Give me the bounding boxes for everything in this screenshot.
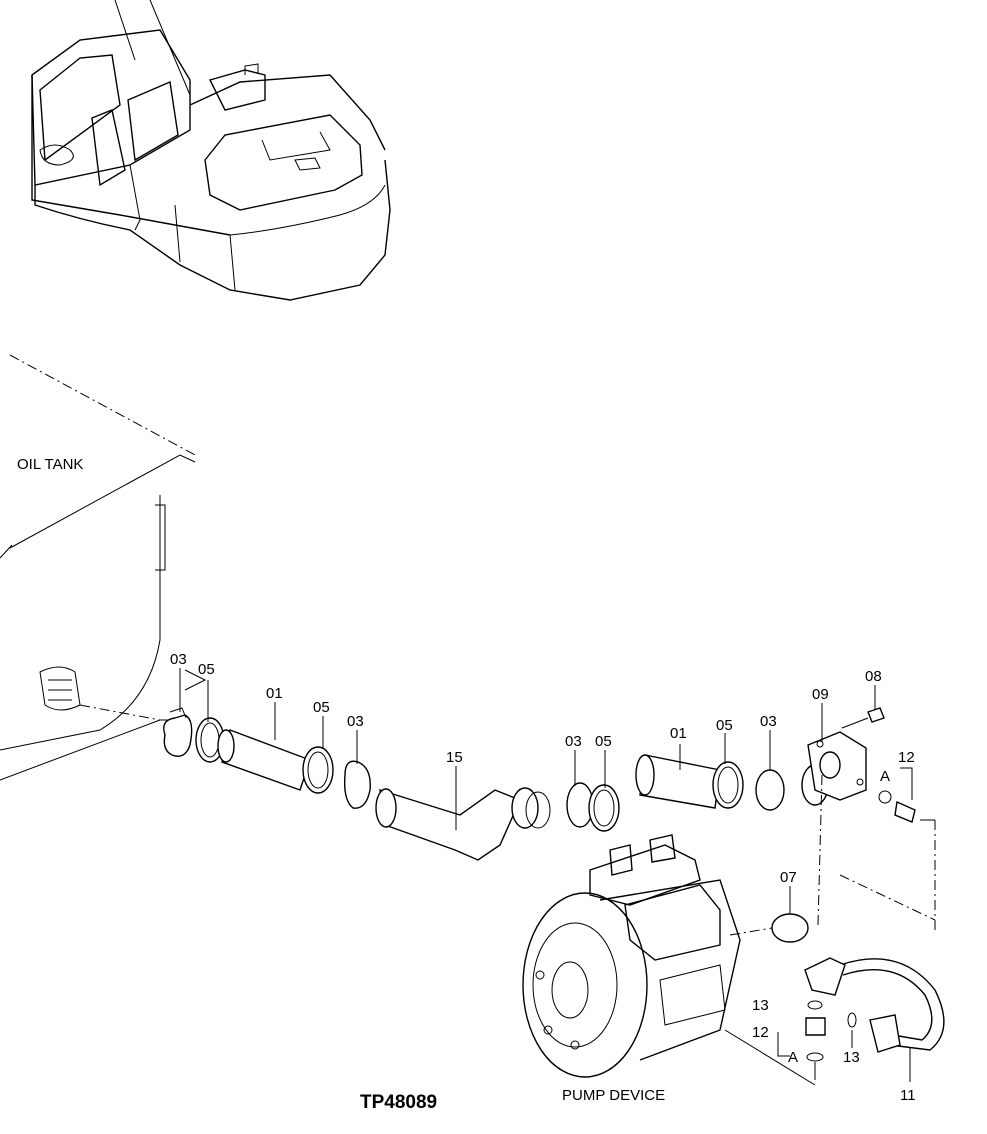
- part-label-03: 03: [347, 713, 364, 730]
- part-label-03: 03: [170, 651, 187, 668]
- pump-device-label: PUMP DEVICE: [562, 1087, 665, 1104]
- part-label-13: 13: [843, 1049, 860, 1066]
- part-label-09: 09: [812, 686, 829, 703]
- leader-lines: [179, 668, 913, 1082]
- drawing-code: TP48089: [360, 1092, 437, 1113]
- part-label-05: 05: [198, 661, 215, 678]
- part-label-07: 07: [780, 869, 797, 886]
- part-label-11: 11: [900, 1087, 916, 1104]
- part-label-05: 05: [595, 733, 612, 750]
- part-label-05: 05: [716, 717, 733, 734]
- part-label-08: 08: [865, 668, 882, 685]
- part-label-03: 03: [760, 713, 777, 730]
- callout-a-lower: A: [788, 1049, 798, 1066]
- part-label-05: 05: [313, 699, 330, 716]
- excavator-overview-drawing: [31, 0, 391, 301]
- part-label-01: 01: [670, 725, 687, 742]
- part-label-13: 13: [752, 997, 769, 1014]
- hose-assembly-drawing: [163, 707, 936, 943]
- part-label-03: 03: [565, 733, 582, 750]
- oil-tank-drawing: [0, 354, 207, 781]
- pump-device-drawing: [522, 834, 945, 1086]
- oil-tank-label: OIL TANK: [17, 456, 83, 473]
- callout-a-upper: A: [880, 768, 890, 785]
- part-label-15: 15: [446, 749, 463, 766]
- part-label-12: 12: [898, 749, 915, 766]
- part-label-01: 01: [266, 685, 283, 702]
- part-label-12: 12: [752, 1024, 769, 1041]
